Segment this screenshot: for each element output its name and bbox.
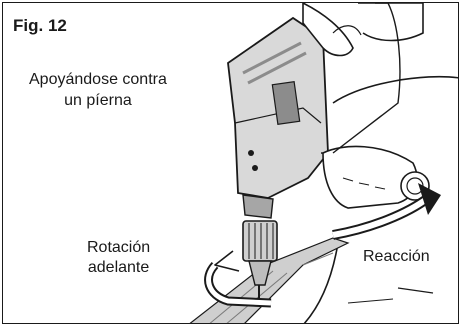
rotation-label: Rotación adelante bbox=[87, 238, 150, 278]
reaction-label: Reacción bbox=[363, 248, 430, 266]
support-label-line2: un píerna bbox=[29, 90, 167, 111]
rotation-label-line2: adelante bbox=[87, 258, 150, 278]
drill-illustration bbox=[3, 3, 459, 324]
drill-body bbox=[228, 18, 335, 198]
support-label: Apoyándose contra un píerna bbox=[29, 69, 167, 111]
figure-title: Fig. 12 bbox=[13, 16, 67, 36]
figure-panel: Fig. 12 Apoyándose contra un píerna Rota… bbox=[2, 2, 459, 324]
support-label-line1: Apoyándose contra bbox=[29, 69, 167, 90]
rotation-label-line1: Rotación bbox=[87, 238, 150, 258]
